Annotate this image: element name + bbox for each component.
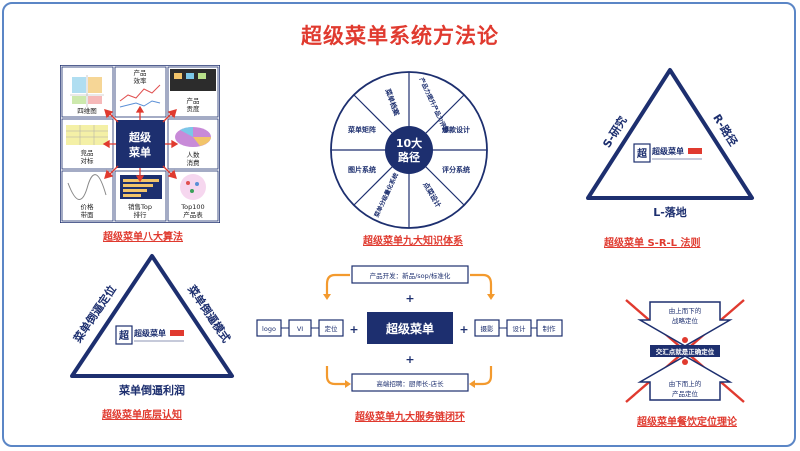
service-center-box: [367, 312, 453, 344]
top-text-2: 战略定位: [672, 316, 699, 325]
positioning-diagram: 由上而下的 战略定位 由下而上的 产品定位 交汇点就是正确定位: [625, 299, 745, 403]
service-caption: 超级菜单九大服务链闭环: [355, 412, 465, 423]
cognition-caption: 超级菜单底层认知: [102, 410, 182, 421]
srl-bottom-label: L-落地: [653, 205, 687, 219]
wheel-center: [385, 126, 433, 174]
wheel-segment-2: 爆款设计: [442, 125, 470, 134]
cognition-logo: 超 超级菜单: [115, 325, 184, 345]
cell-label-2b: 贡度: [187, 104, 201, 113]
service-bottom-text: 高端招聘：厨师长-店长: [376, 379, 444, 388]
plus-right: +: [459, 323, 468, 336]
service-left-0: logo: [262, 325, 276, 333]
wheel-segment-6: 图片系统: [348, 165, 376, 174]
cell-thumb-radar: [70, 75, 104, 107]
cell-label-5b: 带面: [81, 211, 95, 219]
plus-bottom: +: [405, 353, 414, 366]
cell-thumb-top100: [180, 174, 206, 200]
cell-label-6b: 排行: [134, 210, 148, 219]
service-right-0: 摄影: [481, 324, 495, 333]
cell-thumb-pie: [175, 126, 211, 147]
srl-logo: 超 超级菜单: [633, 143, 702, 163]
positioning-caption: 超级菜单餐饮定位理论: [637, 417, 737, 428]
svg-text:超: 超: [118, 329, 130, 342]
service-top-box: [351, 265, 469, 284]
cognition-triangle: 菜单倒逼定位 菜单倒逼模式 菜单倒逼利润 超 超级菜单: [70, 254, 234, 397]
service-right-1: 设计: [513, 324, 527, 333]
cell-label-1b: 效率: [134, 76, 148, 85]
plus-top: +: [405, 292, 414, 305]
intersection-band: [650, 345, 720, 357]
srl-caption: 超级菜单 S-R-L 法则: [604, 238, 701, 249]
bottom-text-2: 产品定位: [672, 389, 699, 398]
bottom-up-arrow: [637, 355, 733, 401]
srl-triangle: S-研究 R-路径 L-落地 超 超级菜单: [586, 68, 754, 219]
cell-label-1a: 产品: [134, 68, 147, 77]
cell-thumb-competitor-table: [66, 125, 108, 145]
top-text-1: 由上而下的: [669, 306, 702, 315]
service-left-2: 定位: [325, 324, 339, 333]
service-chain: 产品开发：新品/sop/标准化 + 超级菜单 + 高端招聘：厨师长-店长 log…: [256, 265, 563, 392]
service-left-1: VI: [297, 325, 303, 333]
service-bottom-box: [351, 373, 469, 392]
knowledge-wheel: 菜单档案 产品力提升产品力评测 爆款设计 评分系统 点菜设计 菜单分级量化系统 …: [330, 71, 488, 229]
plus-left: +: [349, 323, 358, 336]
service-right-2: 制作: [543, 324, 557, 333]
algorithms-center-box: [116, 120, 165, 168]
svg-text:超: 超: [636, 147, 648, 160]
algorithms-caption: 超级菜单八大算法: [103, 232, 183, 243]
srl-logo-text: 超级菜单: [651, 146, 684, 156]
algorithms-center-line1: 超级: [128, 130, 152, 144]
cell-label-7b: 产品表: [183, 210, 203, 219]
cognition-logo-text: 超级菜单: [133, 328, 166, 338]
cell-thumb-contribution: [170, 69, 216, 91]
cell-thumb-efficiency-line: [119, 84, 161, 108]
cell-label-3b: 对标: [81, 156, 95, 165]
cell-label-7a: Top100: [180, 203, 204, 211]
cell-label-5a: 价格: [81, 202, 95, 211]
wheel-center-line1: 10大: [396, 136, 422, 150]
cell-label-2a: 产品: [187, 96, 200, 105]
knowledge-caption: 超级菜单九大知识体系: [363, 236, 463, 247]
middle-text: 交汇点就是正确定位: [656, 347, 715, 356]
cell-label-6a: 销售Top: [128, 202, 152, 211]
service-top-text: 产品开发：新品/sop/标准化: [370, 271, 451, 280]
wheel-segment-7: 菜单矩阵: [347, 125, 376, 134]
cognition-bottom-label: 菜单倒逼利润: [118, 383, 185, 397]
algorithms-grid: 四维图 产品 效率 产品 贡度 竞品 对标 人数 消费 价格 带面 销售Top …: [60, 65, 220, 223]
cell-label-3a: 竞品: [81, 148, 94, 157]
service-center-text: 超级菜单: [385, 321, 434, 336]
top-down-arrow: [637, 301, 733, 347]
cell-label-4a: 人数: [187, 150, 201, 159]
cell-thumb-price-curve: [67, 174, 107, 200]
cell-label-4b: 消费: [187, 158, 201, 167]
page-title: 超级菜单系统方法论: [301, 24, 499, 48]
algorithms-center-line2: 菜单: [128, 145, 151, 159]
cell-label-0: 四维图: [77, 106, 97, 115]
wheel-center-line2: 路径: [398, 150, 420, 164]
bottom-text-1: 由下而上的: [669, 379, 702, 388]
wheel-segment-3: 评分系统: [442, 165, 470, 174]
